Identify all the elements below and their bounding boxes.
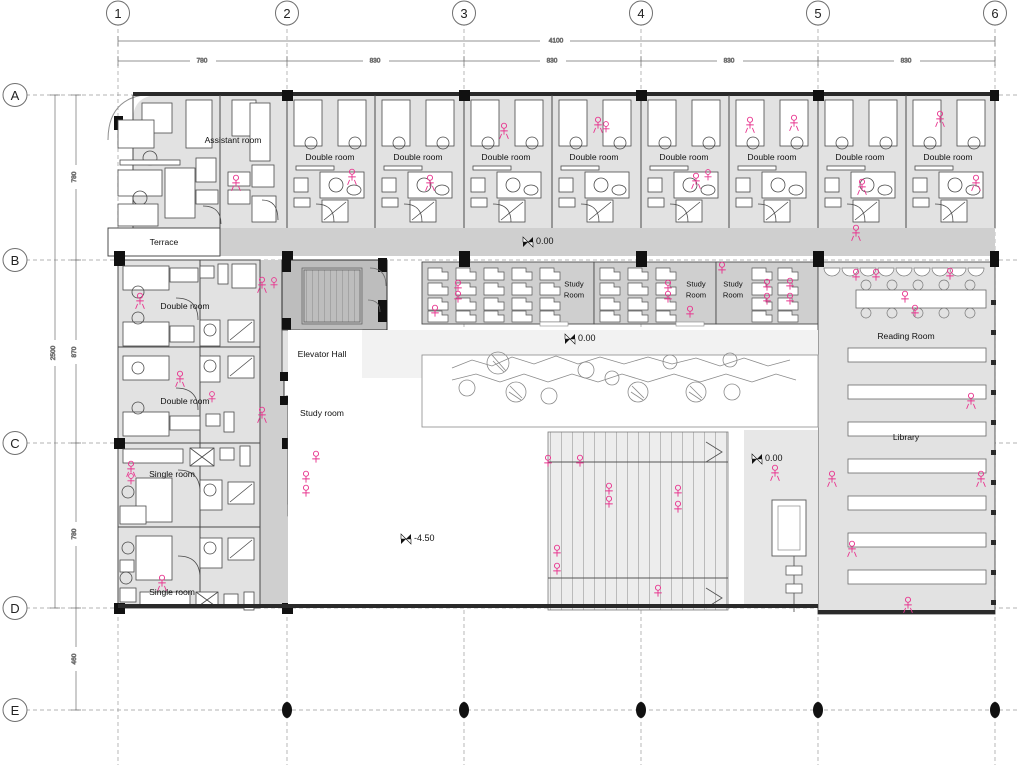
label-study-room-1-line1: Study — [564, 280, 584, 289]
grid-bubble-2: 2 — [275, 0, 299, 26]
dim-bay-2-label: 830 — [370, 58, 381, 65]
grid-bubble-6: 6 — [983, 0, 1007, 26]
study-desks — [427, 267, 799, 323]
label-double-room-2: Double room — [393, 152, 442, 162]
dimension-string-overall-left: 2500 — [49, 94, 61, 609]
dim-overall-top-label: 4100 — [549, 38, 564, 45]
elevation-marker-3: 0.00 — [751, 453, 783, 465]
grid-bubble-d-label: D — [10, 601, 19, 616]
row-e-columns — [282, 702, 1000, 718]
dim-left-d-e-label: 460 — [71, 653, 78, 664]
room-labels: Assistant room Double room Double room D… — [149, 135, 973, 597]
left-wing-furniture — [119, 263, 257, 611]
grand-stair — [547, 431, 729, 611]
study-room-1 — [421, 261, 595, 325]
label-left-double-room-1: Double room — [160, 301, 209, 311]
grid-bubbles-left: A B C D E — [2, 83, 28, 722]
terrace-area — [107, 227, 221, 257]
label-reading-room: Reading Room — [877, 331, 934, 341]
planting-circles — [458, 351, 741, 405]
elevation-label-1: 0.00 — [536, 236, 554, 246]
top-corridor — [108, 228, 995, 256]
elevation-label-2: 0.00 — [578, 333, 596, 343]
label-elevator-hall: Elevator Hall — [298, 349, 347, 359]
label-study-room-1-line2: Room — [564, 291, 584, 300]
grid-bubble-b-label: B — [11, 253, 20, 268]
grid-bubble-e: E — [2, 698, 28, 722]
library-area — [817, 261, 996, 615]
dim-bay-4-label: 830 — [724, 58, 735, 65]
label-assistant-room: Assistant room — [205, 135, 262, 145]
grid-bubble-1-label: 1 — [114, 6, 121, 21]
central-courtyard — [118, 330, 995, 614]
grid-bubble-6-label: 6 — [991, 6, 998, 21]
label-single-room-2: Single room — [149, 587, 195, 597]
dimension-string-overall-top: 4100 — [117, 34, 996, 46]
dim-bay-5-label: 830 — [901, 58, 912, 65]
label-study-room-3-line1: Study — [723, 280, 743, 289]
dim-bay-1-label: 780 — [197, 58, 208, 65]
label-double-room-5: Double room — [659, 152, 708, 162]
grid-bubble-5: 5 — [806, 0, 830, 26]
elevation-label-3: 0.00 — [765, 453, 783, 463]
label-double-room-6: Double room — [747, 152, 796, 162]
label-study-room-2-line2: Room — [686, 291, 706, 300]
dim-bay-3-label: 830 — [547, 58, 558, 65]
grid-bubbles-top: 1 2 3 4 5 6 — [106, 0, 1007, 26]
assistant-room-furniture — [117, 99, 279, 227]
grid-bubble-a-label: A — [11, 88, 20, 103]
label-core-study-room: Study room — [300, 408, 344, 418]
dimension-string-bays-left: 780 870 780 460 — [70, 94, 82, 711]
label-library: Library — [893, 432, 920, 442]
grid-bubble-e-label: E — [11, 703, 20, 718]
label-study-room-3-line2: Room — [723, 291, 743, 300]
elevation-marker-2: 0.00 — [564, 333, 596, 345]
label-terrace: Terrace — [150, 237, 179, 247]
grid-bubble-a: A — [2, 83, 28, 107]
label-double-room-4: Double room — [569, 152, 618, 162]
grid-bubble-5-label: 5 — [814, 6, 821, 21]
grid-bubble-3-label: 3 — [460, 6, 467, 21]
dim-overall-left-label: 2500 — [50, 345, 57, 360]
grid-bubble-b: B — [2, 248, 28, 272]
grid-bubble-2-label: 2 — [283, 6, 290, 21]
dimension-string-bays-top: 780 830 830 830 830 — [117, 54, 996, 67]
label-double-room-1: Double room — [305, 152, 354, 162]
scale-figures — [126, 110, 986, 613]
grid-bubble-1: 1 — [106, 0, 130, 26]
label-double-room-8: Double room — [923, 152, 972, 162]
top-double-rooms-furniture — [293, 99, 986, 223]
study-room-strip — [421, 258, 824, 327]
grid-bubble-c: C — [2, 431, 28, 455]
dim-left-a-b-label: 780 — [71, 171, 78, 182]
landscape-zone — [421, 354, 819, 428]
elevation-marker-4: -4.50 — [400, 533, 435, 545]
grid-bubble-4-label: 4 — [637, 6, 644, 21]
dim-left-c-d-label: 780 — [71, 528, 78, 539]
dim-left-b-c-label: 870 — [71, 346, 78, 357]
grid-bubble-d: D — [2, 596, 28, 620]
label-double-room-7: Double room — [835, 152, 884, 162]
elevation-label-4: -4.50 — [414, 533, 435, 543]
label-left-double-room-2: Double room — [160, 396, 209, 406]
grid-bubble-3: 3 — [452, 0, 476, 26]
elevation-marker-1: 0.00 — [522, 236, 554, 248]
label-single-room-1: Single room — [149, 469, 195, 479]
label-study-room-2-line1: Study — [686, 280, 706, 289]
library-block — [813, 258, 999, 615]
grid-bubble-c-label: C — [10, 436, 19, 451]
elevation-markers: 0.00 0.00 0.00 -4.50 — [400, 236, 783, 545]
reading-table-1 — [855, 289, 987, 309]
grid-bubble-4: 4 — [629, 0, 653, 26]
label-double-room-3: Double room — [481, 152, 530, 162]
